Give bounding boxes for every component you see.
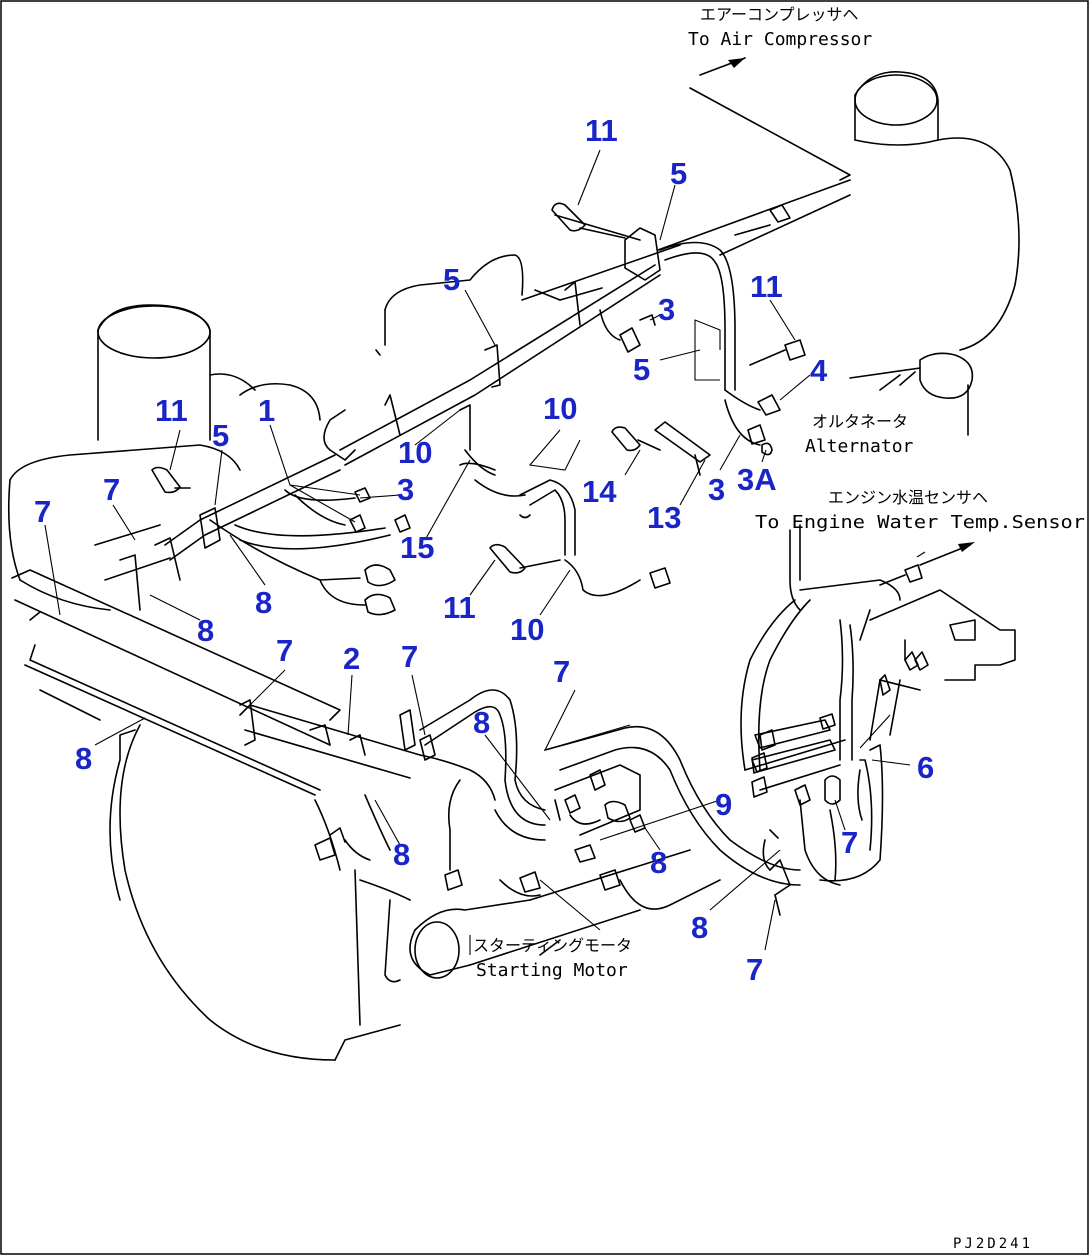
part-label: 13 (647, 500, 681, 535)
part-label: 3 (658, 292, 675, 327)
annotations: エアーコンプレッサヘ To Air Compressor オルタネータ Alte… (473, 5, 1085, 1252)
part-label: 5 (443, 262, 460, 297)
part-label: 8 (393, 837, 410, 872)
engine-outline (7, 57, 1020, 1061)
part-label: 8 (255, 585, 272, 620)
starting-motor-en: Starting Motor (476, 960, 628, 981)
part-label: 6 (917, 750, 934, 785)
part-label: 7 (401, 639, 418, 674)
part-label: 15 (400, 530, 434, 565)
part-label: 8 (197, 613, 214, 648)
part-label: 11 (585, 113, 618, 148)
part-label: 11 (443, 590, 476, 625)
part-labels: 11 5 5 3 11 5 4 11 5 1 10 10 3 3 3A 14 1… (34, 113, 934, 987)
air-compressor-jp: エアーコンプレッサヘ (700, 5, 859, 24)
part-label: 2 (343, 641, 360, 676)
part-label: 7 (553, 654, 570, 689)
part-label: 1 (258, 393, 275, 428)
part-label: 7 (34, 494, 51, 529)
part-label: 7 (276, 633, 293, 668)
harness-wiring (94, 202, 929, 916)
drawing-code: PJ2D241 (953, 1236, 1033, 1252)
air-compressor-en: To Air Compressor (688, 29, 872, 50)
part-label: 3 (397, 472, 414, 507)
part-label: 7 (103, 472, 120, 507)
part-label: 8 (691, 910, 708, 945)
part-label: 9 (715, 787, 732, 822)
part-label: 11 (155, 393, 188, 428)
alternator-en: Alternator (805, 436, 914, 457)
part-label: 11 (750, 269, 783, 304)
part-label: 5 (633, 352, 650, 387)
part-label: 10 (543, 391, 577, 426)
part-label: 5 (212, 418, 229, 453)
water-temp-jp: エンジン水温センサヘ (828, 488, 988, 507)
part-label: 8 (650, 845, 667, 880)
leader-lines (44, 149, 975, 955)
part-label: 14 (582, 474, 617, 509)
part-label: 4 (810, 353, 828, 388)
part-label: 7 (841, 825, 858, 860)
starting-motor-jp: スターティングモータ (473, 936, 632, 955)
part-label: 3 (708, 472, 725, 507)
part-label: 3A (737, 462, 777, 497)
part-label: 8 (75, 741, 92, 776)
alternator-jp: オルタネータ (812, 412, 908, 431)
part-label: 8 (473, 705, 490, 740)
part-label: 7 (746, 952, 763, 987)
part-label: 10 (398, 435, 432, 470)
part-label: 10 (510, 612, 544, 647)
water-temp-en: To Engine Water Temp.Sensor (755, 512, 1085, 533)
part-label: 5 (670, 156, 687, 191)
